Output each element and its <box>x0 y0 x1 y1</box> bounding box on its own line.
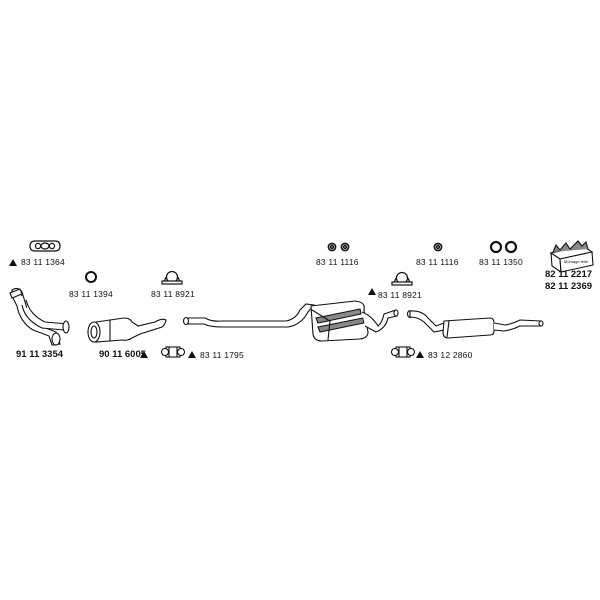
rear-connector-clamp-icon <box>390 346 416 358</box>
warning-icon <box>368 288 376 295</box>
part-number-rings-mid: 83 11 1116 <box>316 257 359 267</box>
clamp-rear-icon <box>391 271 413 286</box>
part-number-rear-connector-clamp: 83 12 2860 <box>428 350 473 360</box>
catalyst-icon <box>87 317 167 343</box>
warning-icon <box>140 351 148 358</box>
part-number-ring-front: 83 11 1394 <box>69 289 113 299</box>
part-number-front-pipe: 91 11 3354 <box>16 349 64 360</box>
clamp-front-icon <box>161 270 183 285</box>
warning-icon <box>9 259 17 266</box>
rear-silencer-icon <box>406 309 544 339</box>
part-number-gasket-front: 83 11 1364 <box>21 257 65 267</box>
mounting-kit-box-icon: Montage teile <box>549 240 594 274</box>
part-number-mounting-kit-2: 82 11 2369 <box>545 281 593 292</box>
part-number-ring-rear: 83 11 1116 <box>416 257 459 267</box>
part-number-catalyst: 90 11 6005 <box>99 349 147 360</box>
rings-rear-pair-icon <box>489 240 518 254</box>
middle-pipe-icon <box>182 303 316 328</box>
part-number-rings-rear-pair: 83 11 1350 <box>479 257 523 267</box>
part-number-clamp-front: 83 11 8921 <box>151 289 195 299</box>
warning-icon <box>188 351 196 358</box>
part-number-mounting-kit-1: 82 11 2217 <box>545 269 593 280</box>
part-number-clamp-rear: 83 11 8921 <box>378 290 422 300</box>
kit-box-text: Montage teile <box>564 259 589 264</box>
part-number-connector-clamp: 83 11 1795 <box>200 350 244 360</box>
front-pipe-icon <box>9 287 70 346</box>
gasket-front-icon <box>29 240 61 252</box>
ring-front-icon <box>85 271 97 283</box>
middle-silencer-icon <box>310 300 399 342</box>
connector-clamp-icon <box>160 346 186 358</box>
ring-rear-icon <box>433 242 443 252</box>
rings-mid-icon <box>327 242 350 252</box>
warning-icon <box>416 351 424 358</box>
